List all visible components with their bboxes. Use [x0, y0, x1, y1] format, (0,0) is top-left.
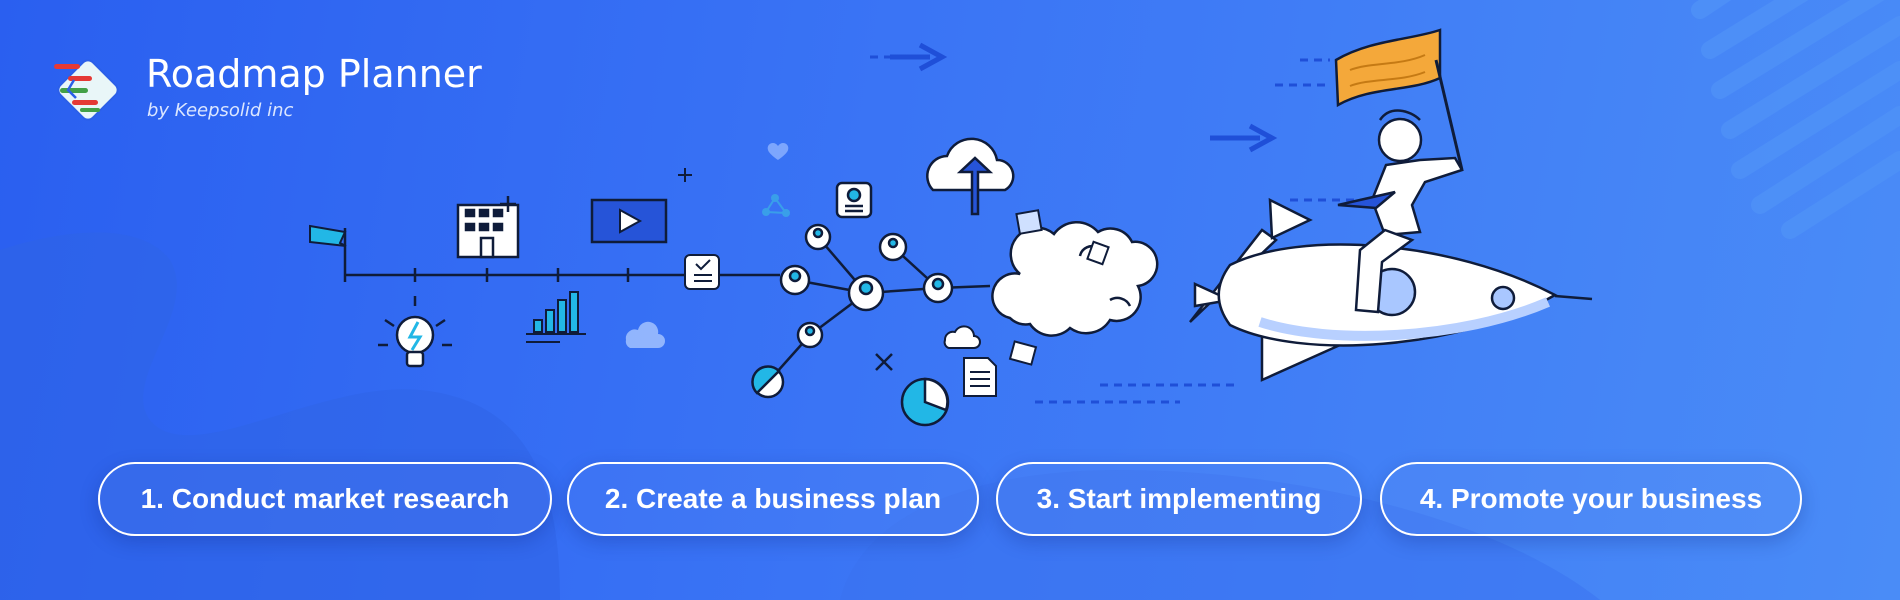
cloud-upload-icon: [926, 137, 1015, 216]
app-title: Roadmap Planner: [146, 52, 482, 96]
lightbulb-icon: [378, 296, 452, 368]
checklist-icon: [684, 254, 720, 290]
share-icon: [762, 194, 790, 217]
rocket-icon: [1189, 197, 1593, 382]
close-icon: [875, 353, 893, 371]
person-with-flag-icon: [1334, 28, 1464, 314]
plus-icon: [678, 168, 692, 182]
paper-icon: [1008, 209, 1110, 366]
step-button-promote-business[interactable]: 4. Promote your business: [1380, 462, 1802, 536]
flag-icon: [309, 224, 347, 247]
roadmap-steps: 1. Conduct market research 2. Create a b…: [0, 462, 1900, 540]
heart-icon: [767, 143, 789, 160]
smoke-cloud-icon: [991, 221, 1159, 337]
arrow-icon: [1210, 123, 1278, 153]
pie-chart-icon: [751, 365, 785, 399]
cloud-icon: [625, 321, 665, 348]
background-blob-left: [0, 232, 560, 600]
cloud-icon: [943, 325, 981, 349]
brand-header: Roadmap Planner by Keepsolid inc: [50, 48, 510, 128]
step-button-start-implementing[interactable]: 3. Start implementing: [996, 462, 1362, 536]
step-button-market-research[interactable]: 1. Conduct market research: [98, 462, 552, 536]
profile-card-icon: [835, 181, 873, 219]
app-subtitle: by Keepsolid inc: [147, 100, 294, 121]
user-network-icon: [767, 223, 991, 383]
video-icon: [590, 198, 668, 244]
step-button-business-plan[interactable]: 2. Create a business plan: [567, 462, 979, 536]
bar-chart-icon: [526, 291, 586, 343]
background-stripes: [1691, 0, 1900, 239]
building-icon: [456, 196, 520, 259]
arrow-icon: [890, 42, 948, 72]
roadmap-logo-icon: [54, 59, 119, 121]
pie-chart-icon: [900, 377, 950, 427]
document-icon: [963, 357, 997, 397]
